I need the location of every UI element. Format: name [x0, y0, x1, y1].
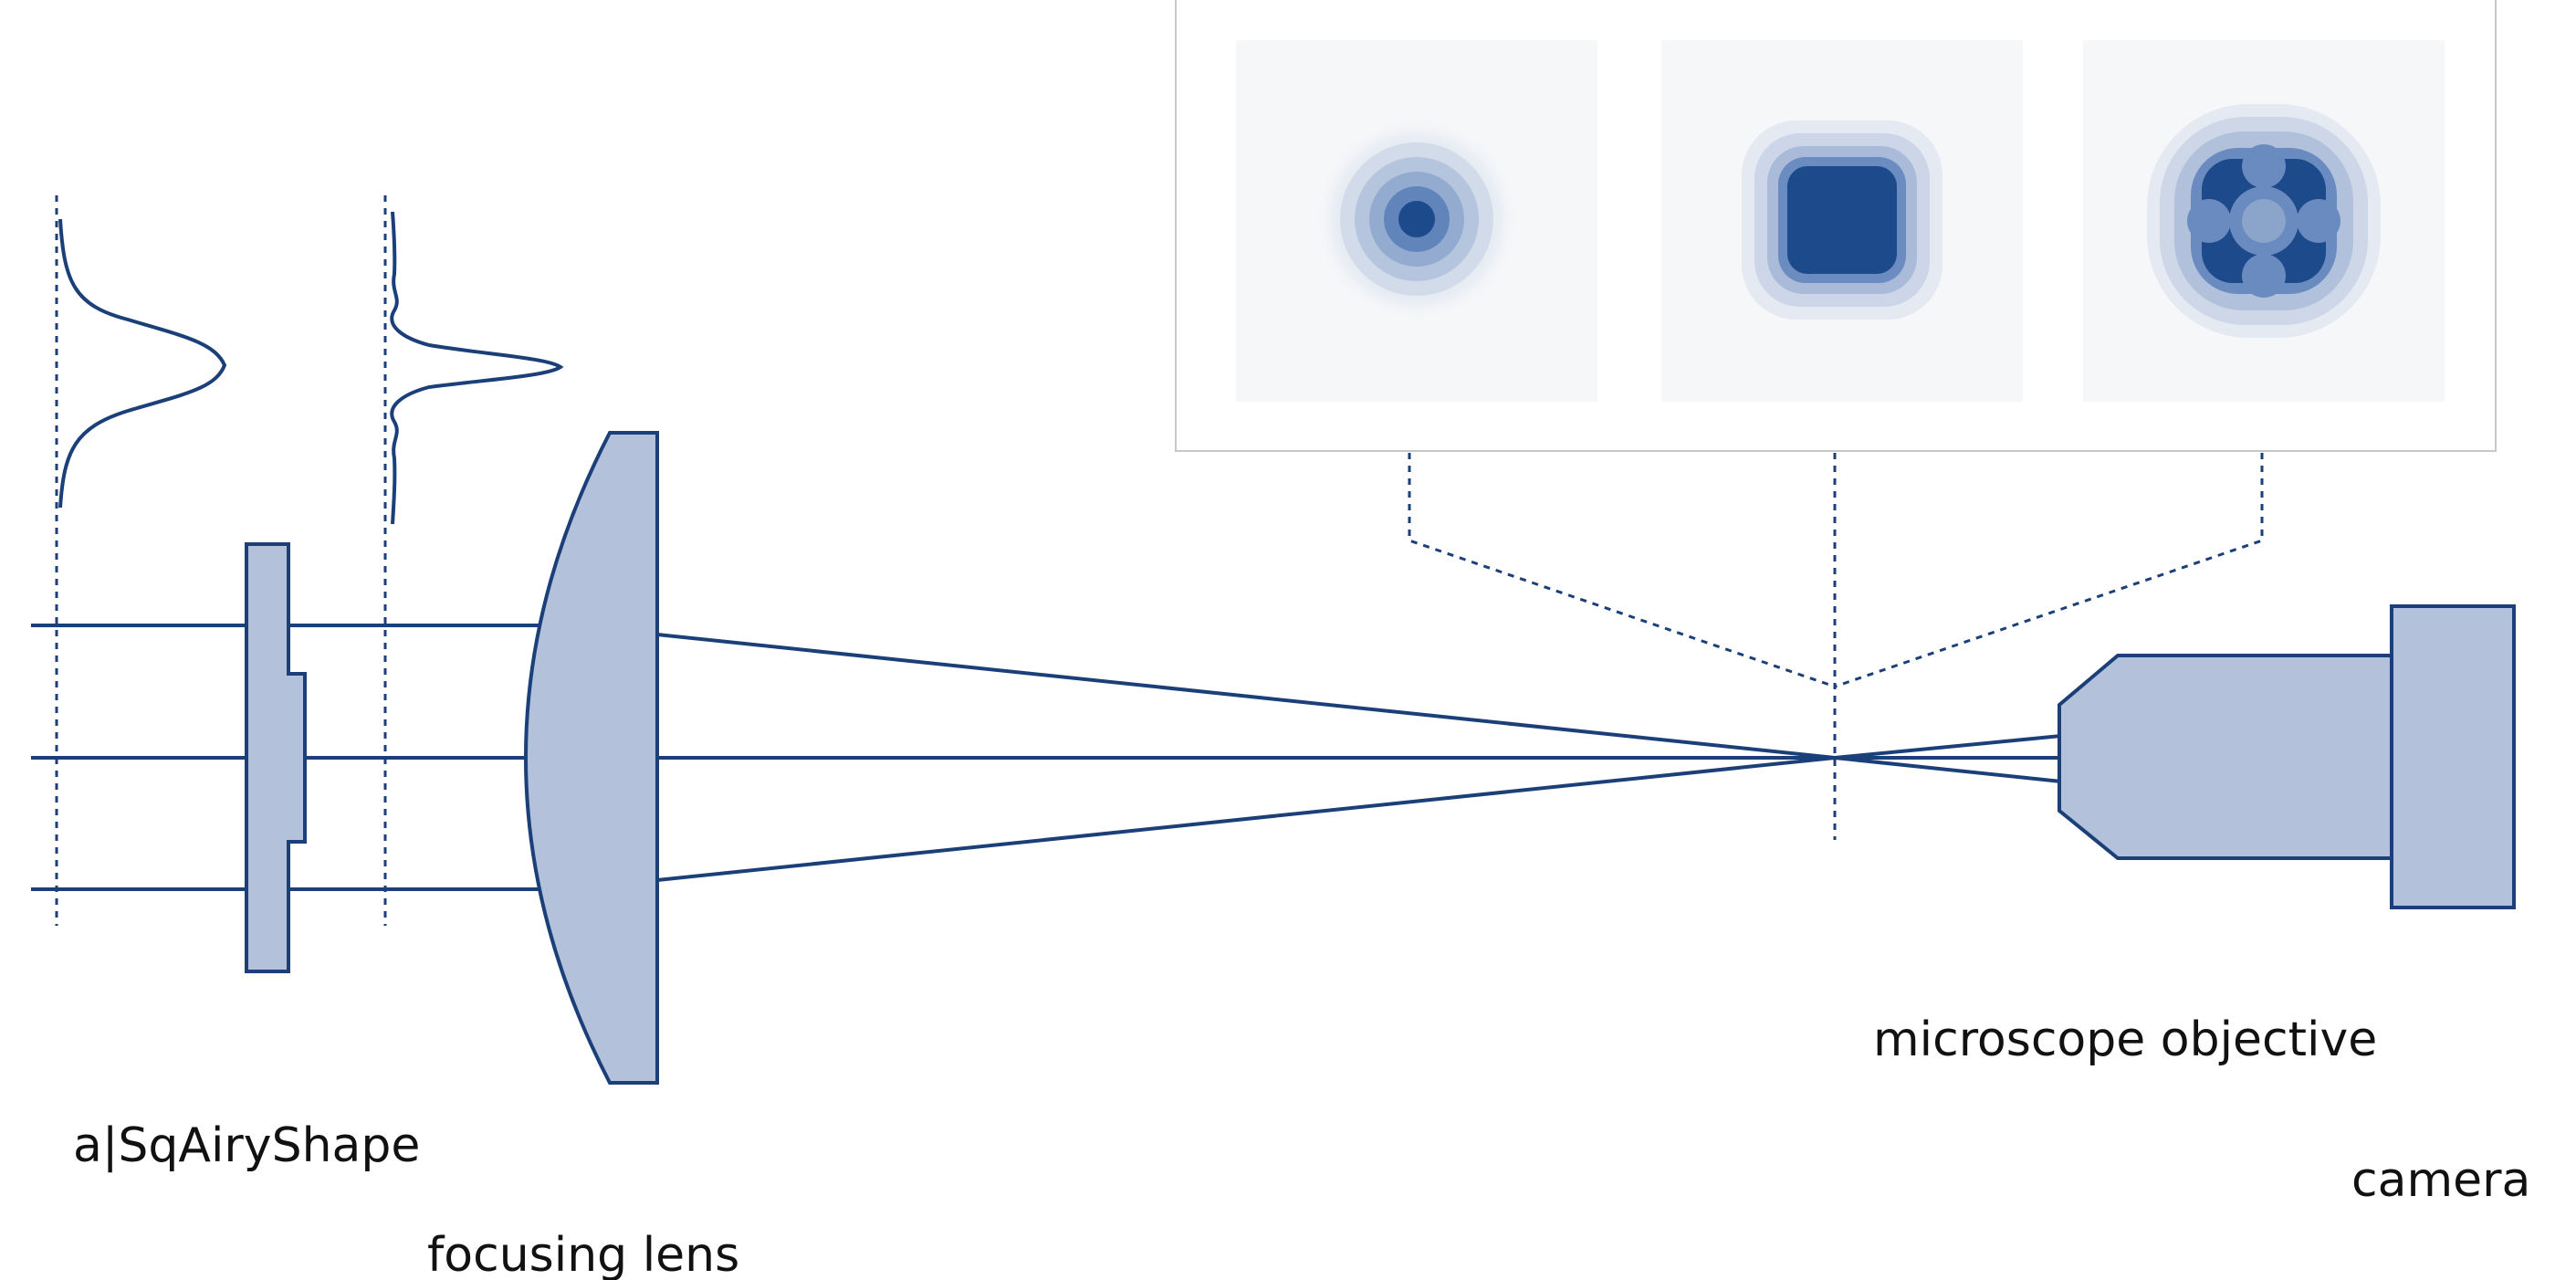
panel-gaussian-spot: [1236, 40, 1597, 402]
label-camera: camera: [2351, 1153, 2530, 1208]
panel-square-spot: [1661, 40, 2023, 402]
label-focusing-lens: focusing lens: [427, 1228, 739, 1280]
label-phase-plate: a|SqAiryShape: [73, 1118, 420, 1173]
focus-connectors: [1408, 453, 2264, 840]
light-rays: [31, 624, 2062, 891]
label-microscope-objective: microscope objective: [1873, 1012, 2377, 1067]
reference-planes: [55, 195, 387, 926]
microscope-objective: [2058, 654, 2393, 860]
beam-profile-shaped: [390, 211, 564, 525]
beam-profile-input: [58, 218, 227, 509]
camera: [2390, 604, 2516, 909]
focusing-lens: [524, 431, 659, 1085]
phase-plate: [245, 542, 307, 973]
inset-box: [1175, 0, 2497, 452]
panel-four-lobe-spot: [2083, 40, 2445, 402]
